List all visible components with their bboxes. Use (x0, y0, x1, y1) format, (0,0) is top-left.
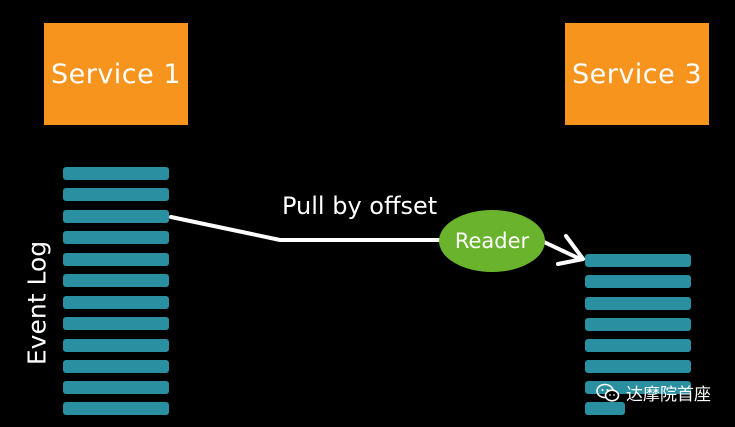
service-3-log-entry (585, 254, 691, 267)
event-log-entry (63, 360, 169, 373)
watermark-text: 达摩院首座 (626, 385, 711, 405)
service-3-box: Service 3 (565, 23, 709, 125)
event-log-entry (63, 296, 169, 309)
service-1-label: Service 1 (50, 58, 182, 90)
arrow-icon (556, 234, 585, 266)
service-3-label: Service 3 (571, 58, 703, 90)
event-log-entry (63, 210, 169, 223)
event-log-entry (63, 339, 169, 352)
reader-label: Reader (454, 229, 530, 253)
event-log-entry (63, 402, 169, 415)
service-1-box: Service 1 (44, 23, 188, 125)
event-log-entry (63, 253, 169, 266)
service-3-log-entry (585, 360, 691, 373)
event-log-entry (63, 167, 169, 180)
watermark: 达摩院首座 (596, 380, 711, 405)
event-log-entry (63, 274, 169, 287)
reader-node: Reader (439, 210, 545, 272)
service-3-log-entry (585, 275, 691, 288)
wechat-icon (596, 383, 620, 402)
service-3-log-entry (585, 318, 691, 331)
event-log-entry (63, 317, 169, 330)
event-log-entry (63, 188, 169, 201)
pull-by-offset-label: Pull by offset (282, 192, 438, 220)
service-3-log-entry (585, 402, 625, 415)
service-3-log-entry (585, 339, 691, 352)
event-log-entry (63, 231, 169, 244)
service-3-log-entry (585, 297, 691, 310)
event-log-entry (63, 381, 169, 394)
